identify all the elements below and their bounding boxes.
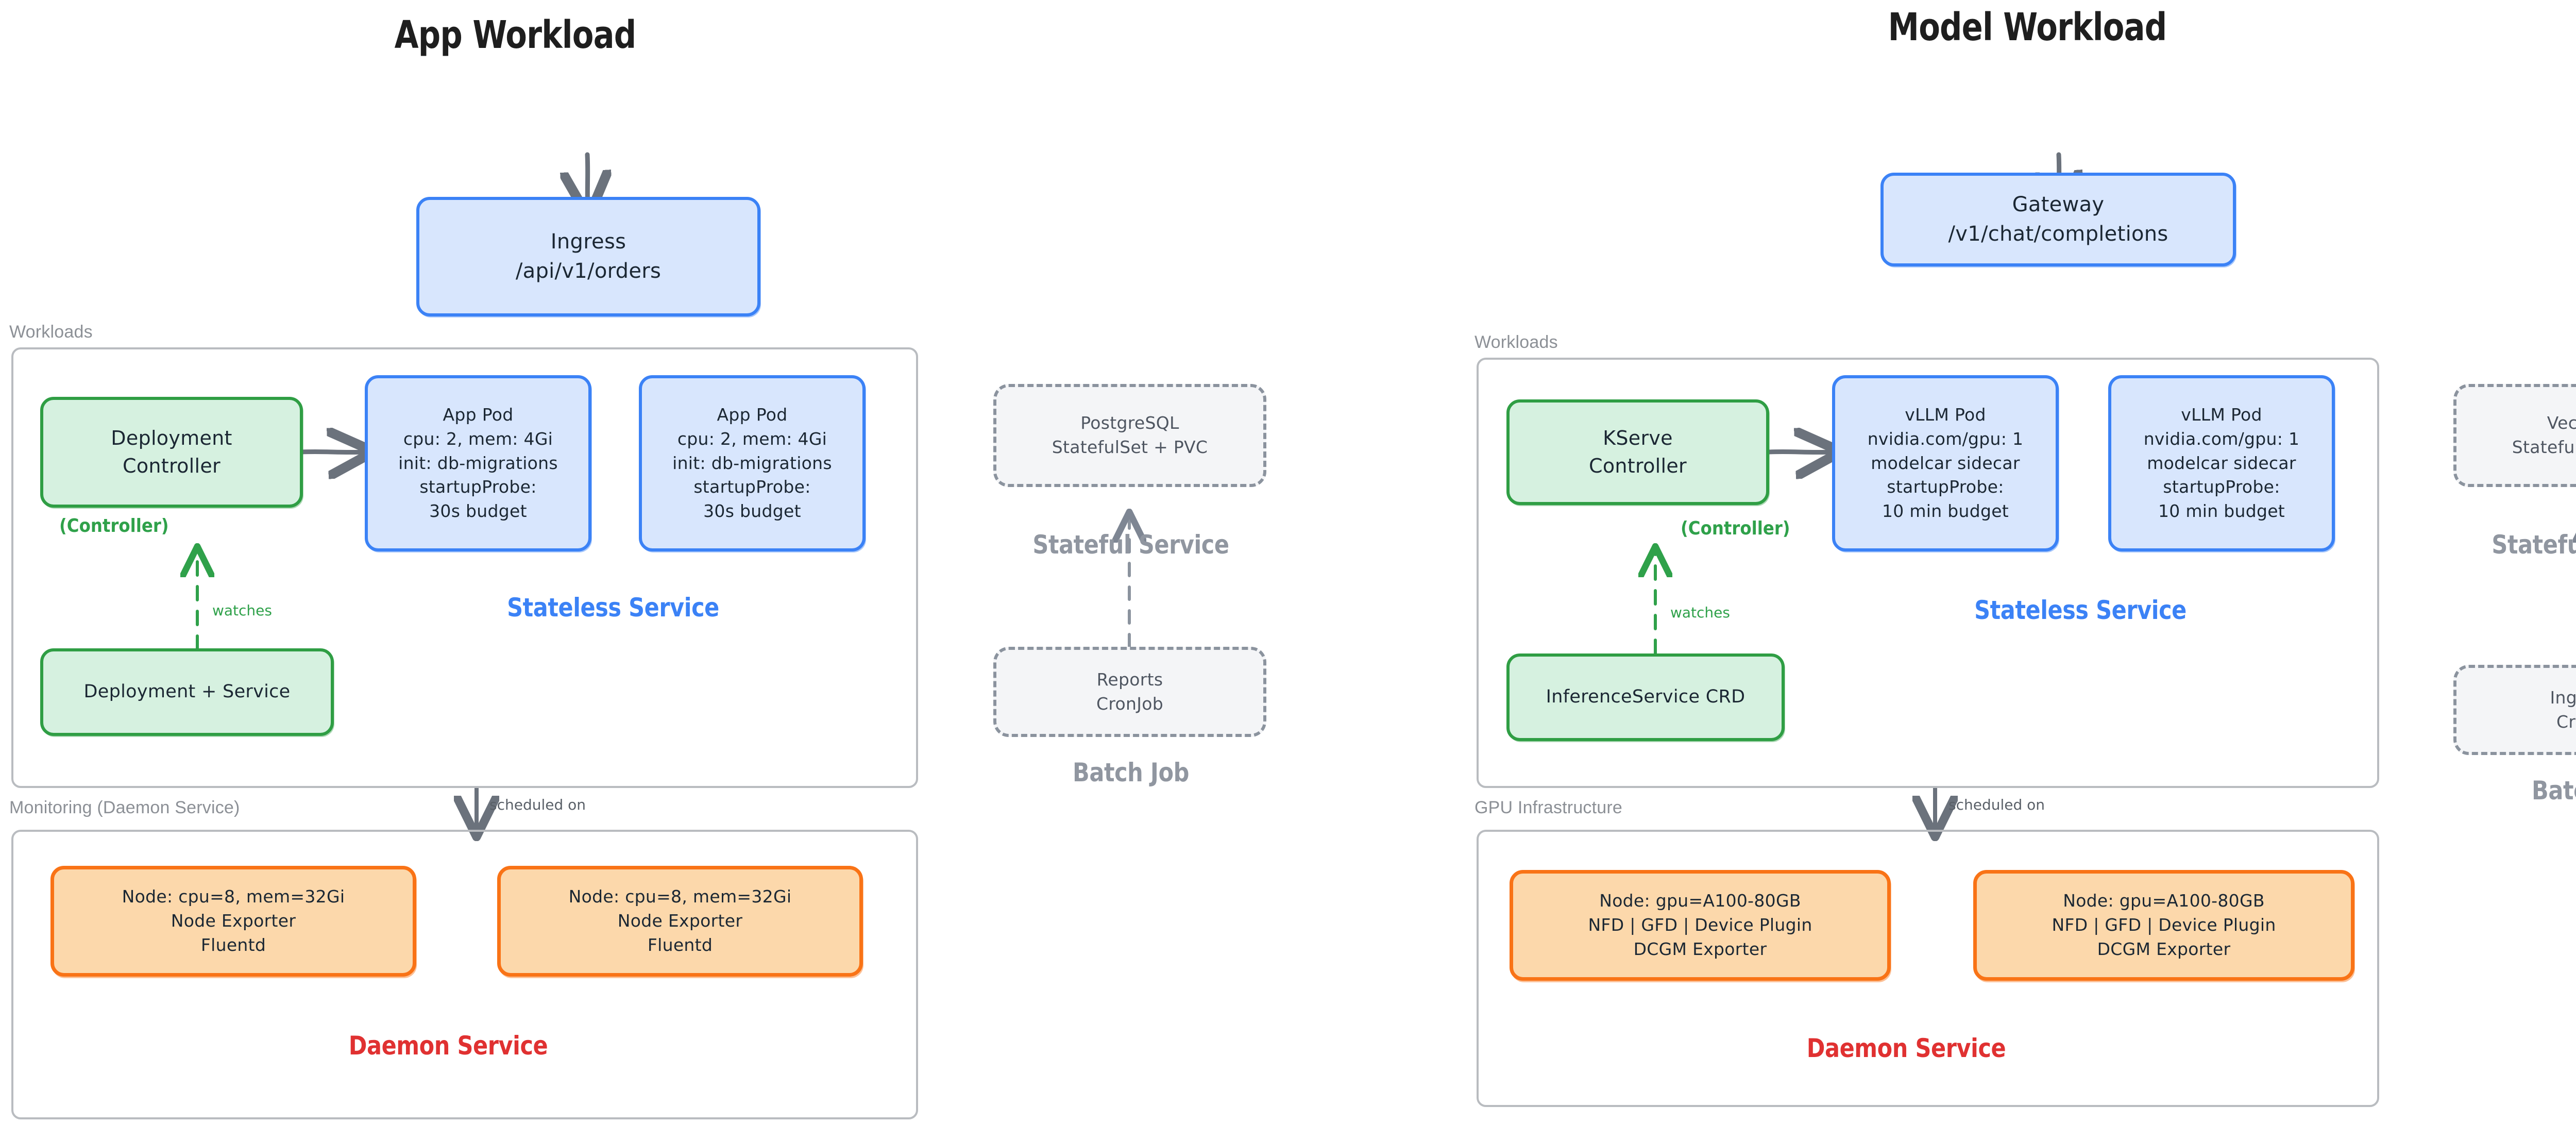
workloads-frame-model [1477,358,2379,788]
scheduled-on-label-app: scheduled on [489,796,586,813]
ingress-node[interactable]: Ingress /api/v1/orders [416,197,760,316]
workloads-frame-label-model: Workloads [1475,332,1558,352]
batch-cronjob-node-app[interactable]: Reports CronJob [993,647,1266,737]
app-pod-node-1[interactable]: App Pod cpu: 2, mem: 4Gi init: db-migrat… [365,375,591,551]
daemon-service-callout-app: Daemon Service [348,1031,548,1061]
vllm-pod-node-1[interactable]: vLLM Pod nvidia.com/gpu: 1 modelcar side… [1832,375,2059,551]
node-card-app-2[interactable]: Node: cpu=8, mem=32Gi Node Exporter Flue… [497,866,863,977]
panel-title-app: App Workload [394,13,637,57]
stateful-db-node-model[interactable]: Vector DB StatefulSet + PVC [2453,384,2576,487]
infra-frame-label-model: GPU Infrastructure [1475,798,1623,817]
stateful-service-callout-app: Stateful Service [1032,530,1229,560]
infra-frame-app [11,830,918,1119]
deployment-controller-node[interactable]: Deployment Controller [40,397,303,508]
workloads-frame-label-app: Workloads [9,322,93,342]
node-card-model-1[interactable]: Node: gpu=A100-80GB NFD | GFD | Device P… [1510,870,1891,981]
batch-cronjob-node-model[interactable]: Ingestion CronJob [2453,665,2576,755]
inferenceservice-crd-node[interactable]: InferenceService CRD [1506,653,1785,741]
batch-job-callout-model: Batch Job [2532,776,2576,806]
node-card-app-1[interactable]: Node: cpu=8, mem=32Gi Node Exporter Flue… [50,866,416,977]
watches-label-app: watches [212,602,272,619]
app-pod-node-2[interactable]: App Pod cpu: 2, mem: 4Gi init: db-migrat… [639,375,866,551]
kserve-controller-node[interactable]: KServe Controller [1506,399,1769,505]
stateless-service-callout-app: Stateless Service [507,593,719,623]
scheduled-on-label-model: scheduled on [1948,796,2045,813]
watches-label-model: watches [1670,604,1730,621]
gateway-node[interactable]: Gateway /v1/chat/completions [1880,173,2236,266]
stateful-db-node-app[interactable]: PostgreSQL StatefulSet + PVC [993,384,1266,487]
workloads-frame-app [11,347,918,788]
infra-frame-model [1477,830,2379,1107]
daemon-service-callout-model: Daemon Service [1806,1033,2006,1063]
vllm-pod-node-2[interactable]: vLLM Pod nvidia.com/gpu: 1 modelcar side… [2108,375,2335,551]
stateless-service-callout-model: Stateless Service [1974,595,2187,625]
controller-tag-app: (Controller) [59,515,169,537]
panel-title-model: Model Workload [1888,5,2167,49]
infra-frame-label-app: Monitoring (Daemon Service) [9,798,240,817]
batch-job-callout-app: Batch Job [1073,758,1189,787]
stateful-service-callout-model: Stateful Service [2492,530,2576,560]
node-card-model-2[interactable]: Node: gpu=A100-80GB NFD | GFD | Device P… [1973,870,2354,981]
controller-tag-model: (Controller) [1681,518,1790,539]
deployment-service-node[interactable]: Deployment + Service [40,648,334,736]
